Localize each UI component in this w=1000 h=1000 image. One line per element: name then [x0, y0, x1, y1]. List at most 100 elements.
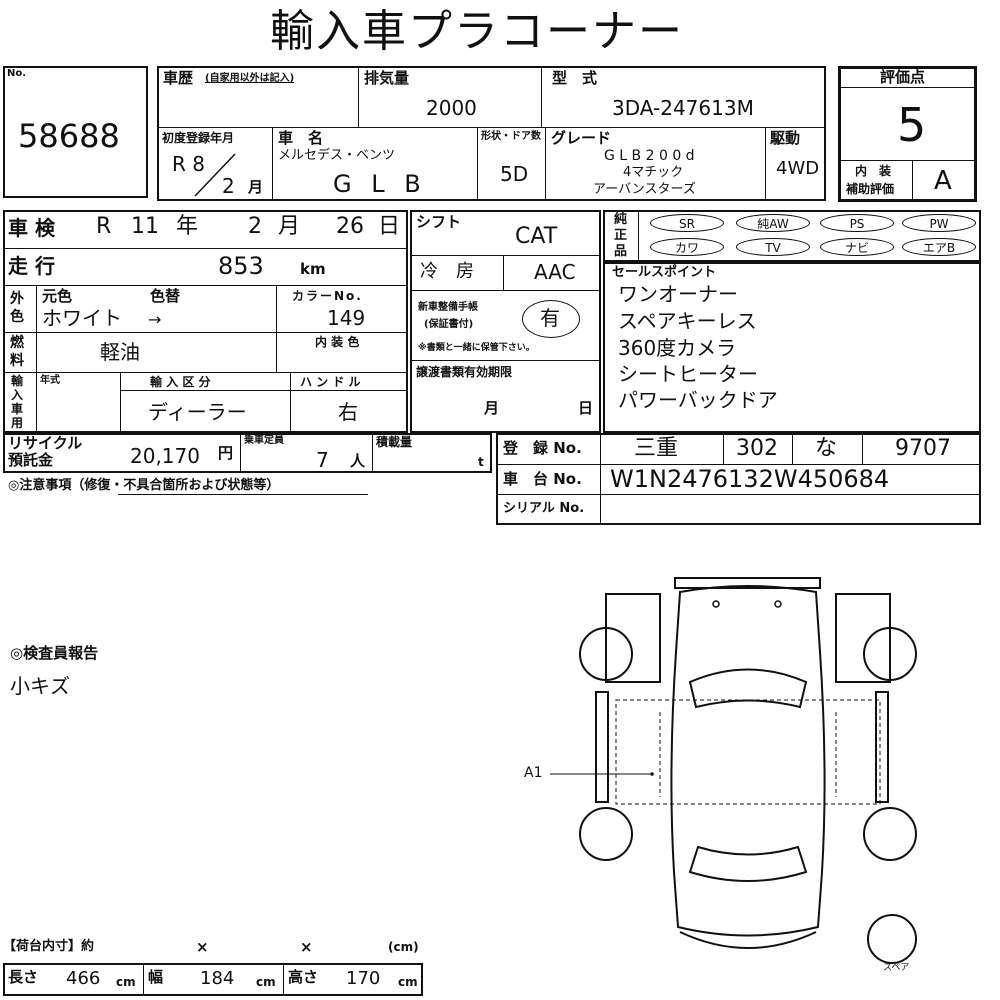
page-title: 輸入車プラコーナー — [270, 6, 684, 57]
shift-value: CAT — [515, 224, 558, 249]
inspector-label: ◎検査員報告 — [10, 644, 99, 662]
notes-label: ◎注意事項（修復・不具合箇所および状態等） — [8, 478, 280, 493]
color-arrow: → — [148, 310, 162, 329]
height-value: 170 — [346, 968, 381, 989]
car-hood — [674, 577, 821, 589]
drive-label: 駆動 — [770, 129, 801, 147]
width-unit: cm — [256, 975, 276, 989]
inspection-box — [3, 210, 408, 433]
selling-point-3: 360度カメラ — [618, 336, 737, 360]
wheel-rear-left — [579, 807, 633, 861]
first-reg-slash — [194, 153, 236, 197]
registration-number: 9707 — [895, 436, 951, 461]
equip-airbag: エアB — [902, 238, 976, 256]
color-value: ホワイト — [42, 306, 122, 330]
cargo-x1: × — [196, 938, 209, 956]
length-unit: cm — [116, 975, 136, 989]
handle-label: ハ ン ド ル — [300, 375, 361, 389]
import-type-label: 輸 入 区 分 — [150, 375, 211, 389]
length-value: 466 — [66, 968, 101, 989]
dimensions-box — [3, 963, 423, 996]
recycle-value: 20,170 — [130, 444, 200, 468]
color-code-label: カラーNo. — [292, 289, 363, 303]
displacement-value: 2000 — [426, 96, 477, 120]
shift-label: シフト — [416, 213, 462, 231]
interior-label-2: 補助評価 — [846, 182, 895, 196]
selling-points-label: セールスポイント — [612, 265, 717, 280]
car-panel-outline — [615, 699, 881, 805]
color-change-label: 色替 — [150, 287, 181, 305]
equip-alloy-wheels: 純AW — [736, 214, 810, 232]
car-rear-window — [688, 845, 808, 882]
color-code-value: 149 — [327, 306, 366, 330]
mileage-unit: km — [300, 260, 326, 278]
import-year-label: 年式 — [40, 375, 60, 386]
model-type-value: 3DA-247613M — [612, 96, 754, 120]
transfer-month-unit: 月 — [484, 399, 500, 417]
lot-number: 58688 — [18, 117, 120, 155]
manual-label-2: (保証書付) — [424, 319, 474, 330]
displacement-label: 排気量 — [364, 69, 410, 87]
recycle-unit: 円 — [218, 444, 234, 462]
interior-color-label: 内 装 色 — [315, 335, 360, 349]
diagram-mark-a1: A1 — [524, 765, 543, 781]
car-body — [670, 585, 826, 937]
wheel-rear-right — [863, 807, 917, 861]
chassis-label: 車 台 No. — [503, 470, 582, 488]
shift-box — [410, 210, 601, 433]
fuel-label: 燃料 — [10, 335, 24, 369]
car-sensor-top — [712, 600, 720, 608]
import-group-label: 輸入車用 — [11, 374, 24, 430]
registration-pref: 三重 — [634, 436, 679, 461]
width-value: 184 — [200, 968, 235, 989]
car-sensor-top-right — [774, 600, 782, 608]
damage-point-a1 — [650, 772, 654, 776]
load-unit: t — [478, 455, 484, 469]
manual-value-circle — [522, 300, 580, 338]
registration-kana: な — [815, 436, 838, 461]
equip-pw: PW — [902, 214, 976, 232]
car-right-rear — [875, 691, 889, 803]
serial-label: シリアル No. — [503, 501, 585, 516]
model-type-label: 型 式 — [552, 69, 598, 87]
transfer-day-unit: 日 — [578, 399, 594, 417]
history-note: (自家用以外は記入) — [205, 73, 295, 84]
load-label: 積載量 — [376, 435, 413, 449]
equip-sr: SR — [650, 214, 724, 232]
equipment-box — [603, 210, 981, 262]
equipment-label: 純正品 — [614, 212, 628, 259]
wheel-front-left — [579, 627, 633, 681]
manual-note: ※書類と一緒に保管下さい。 — [418, 343, 535, 353]
lot-box — [3, 66, 148, 198]
car-right-door — [835, 593, 891, 683]
chassis-value: W1N2476132W450684 — [610, 465, 890, 493]
first-reg-era-year: R 8 — [172, 152, 205, 176]
inspection-day-unit: 日 — [378, 214, 401, 239]
car-maker: メルセデス・ベンツ — [278, 148, 396, 163]
selling-point-1: ワンオーナー — [618, 282, 738, 306]
length-label: 長さ — [8, 968, 39, 986]
inspector-value: 小キズ — [10, 674, 70, 698]
capacity-value: 7 — [316, 448, 329, 472]
lot-label: No. — [7, 68, 27, 79]
car-damage-diagram — [550, 577, 917, 964]
manual-label-1: 新車整備手帳 — [418, 302, 478, 313]
grade-label: グレード — [551, 129, 612, 147]
interior-value: A — [934, 166, 952, 196]
equip-leather: カワ — [650, 238, 724, 256]
score-label: 評価点 — [880, 68, 926, 86]
inspection-era: R — [96, 214, 112, 239]
equip-ps: PS — [820, 214, 894, 232]
selling-point-2: スペアキーレス — [618, 309, 757, 333]
color-group-label: 外色 — [10, 291, 24, 325]
car-name-label: 車 名 — [278, 129, 324, 147]
inspection-month: 2 — [248, 214, 262, 239]
spare-label: スペア — [883, 963, 910, 973]
car-windshield — [688, 668, 808, 709]
wheel-front-right — [863, 627, 917, 681]
grade-line1: G L B 2 0 0 d — [604, 148, 695, 164]
score-box — [838, 66, 977, 202]
capacity-unit: 人 — [350, 452, 366, 470]
drive-value: 4WD — [776, 158, 820, 179]
grade-line2: 4マチック — [623, 165, 684, 180]
